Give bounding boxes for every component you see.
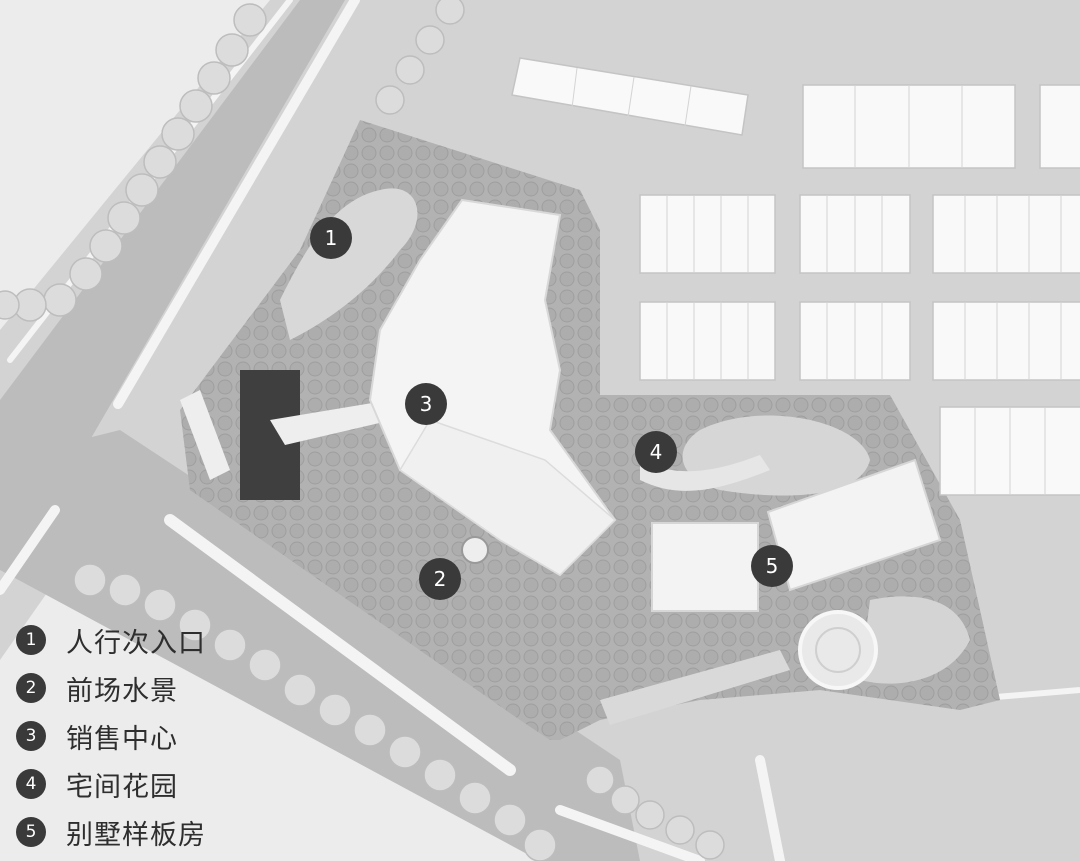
legend-item-5: 5 别墅样板房 [16, 808, 276, 856]
marker-3-number: 3 [420, 392, 433, 416]
legend-label-5: 别墅样板房 [66, 819, 206, 851]
legend-item-1: 1 人行次入口 [16, 616, 276, 664]
fountain-plaza [798, 610, 878, 690]
walkways [180, 370, 790, 725]
marker-1-number: 1 [325, 226, 338, 250]
villa-showroom-buildings [651, 458, 942, 612]
legend-label-2: 前场水景 [66, 675, 178, 707]
legend-number-3: 3 [16, 721, 46, 751]
map-legend: 1 人行次入口 2 前场水景 3 销售中心 4 宅间花园 5 别墅样板房 [16, 616, 276, 856]
plaza-lawn-southeast [860, 596, 970, 684]
legend-number-2: 2 [16, 673, 46, 703]
legend-item-3: 3 销售中心 [16, 712, 276, 760]
legend-number-1: 1 [16, 625, 46, 655]
marker-2[interactable]: 2 [419, 558, 461, 600]
marker-5[interactable]: 5 [751, 545, 793, 587]
residential-unit-lines [571, 67, 1062, 495]
residential-blocks [511, 57, 1080, 496]
legend-item-4: 4 宅间花园 [16, 760, 276, 808]
marker-5-number: 5 [766, 554, 779, 578]
legend-number-5: 5 [16, 817, 46, 847]
marker-2-number: 2 [434, 567, 447, 591]
legend-item-2: 2 前场水景 [16, 664, 276, 712]
water-feature [461, 536, 489, 564]
sales-center-roof-lower [398, 419, 617, 576]
marker-4[interactable]: 4 [635, 431, 677, 473]
street-trees [0, 0, 725, 861]
garden-lawn-north [280, 188, 418, 340]
fountain-ring [815, 627, 861, 673]
marker-3[interactable]: 3 [405, 383, 447, 425]
legend-label-4: 宅间花园 [66, 771, 178, 803]
marker-1[interactable]: 1 [310, 217, 352, 259]
legend-label-1: 人行次入口 [66, 627, 206, 659]
legend-number-4: 4 [16, 769, 46, 799]
legend-label-3: 销售中心 [66, 723, 178, 755]
marker-4-number: 4 [650, 440, 663, 464]
